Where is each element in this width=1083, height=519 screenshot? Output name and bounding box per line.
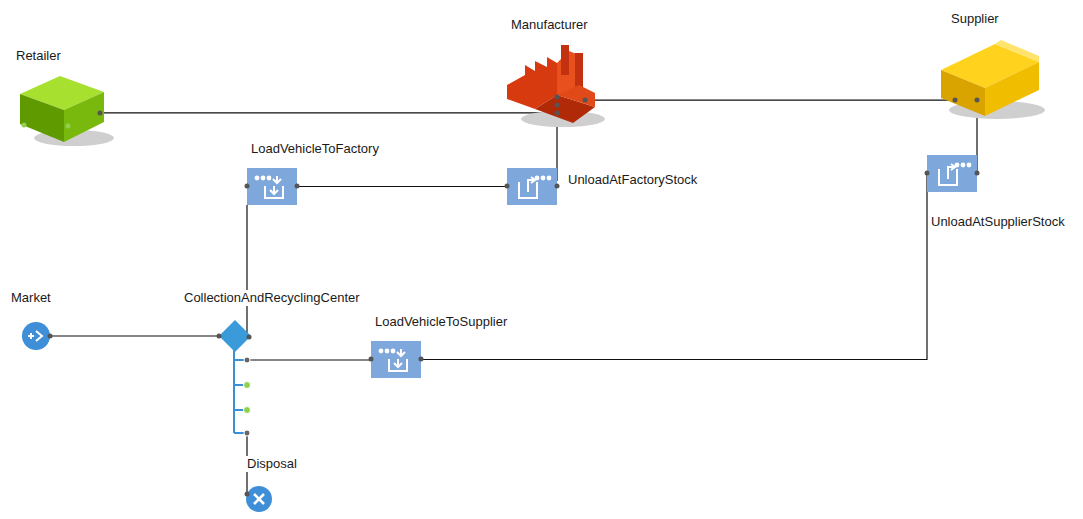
node-icon [18,70,106,145]
port-dot [244,357,250,363]
node-icon [246,486,272,512]
port-dot [244,382,251,389]
node-icon [505,45,597,125]
connector [297,186,507,187]
node-icon [927,155,977,192]
node-label: Market [10,290,52,306]
connector [246,205,247,336]
node-icon [219,320,251,352]
supplier-warehouse: Supplier [935,40,1045,120]
unload-block: UnloadAtFactoryStock [507,168,557,205]
connector [102,112,557,113]
node-icon [507,168,557,205]
node-icon [247,168,297,205]
connector [50,335,219,336]
load-vehicle-block: LoadVehicleToSupplier [371,341,421,378]
source-block: Market [22,322,50,350]
load-vehicle-block: LoadVehicleToFactory [247,168,297,205]
connector [247,359,371,361]
node-label: LoadVehicleToSupplier [374,314,508,330]
connector [586,99,955,100]
unload-block: UnloadAtSupplierStock [927,155,977,192]
sink-block: Disposal [246,486,272,512]
retailer-building: Retailer [18,70,106,145]
manufacturer-factory: Manufacturer [505,45,597,125]
node-label: LoadVehicleToFactory [250,141,380,157]
node-label: Retailer [15,48,62,64]
select-output-diamond: CollectionAndRecyclingCenter [219,320,251,352]
node-label: UnloadAtSupplierStock [930,214,1066,230]
node-icon [22,322,50,350]
connector [421,174,927,360]
node-label: UnloadAtFactoryStock [567,172,698,188]
node-label: CollectionAndRecyclingCenter [183,290,361,306]
port-dot [244,430,250,436]
node-label: Supplier [950,11,1000,27]
node-label: Disposal [246,456,298,472]
node-icon [371,341,421,378]
port-dot [244,407,251,414]
node-icon [935,40,1045,120]
node-label: Manufacturer [510,17,589,33]
